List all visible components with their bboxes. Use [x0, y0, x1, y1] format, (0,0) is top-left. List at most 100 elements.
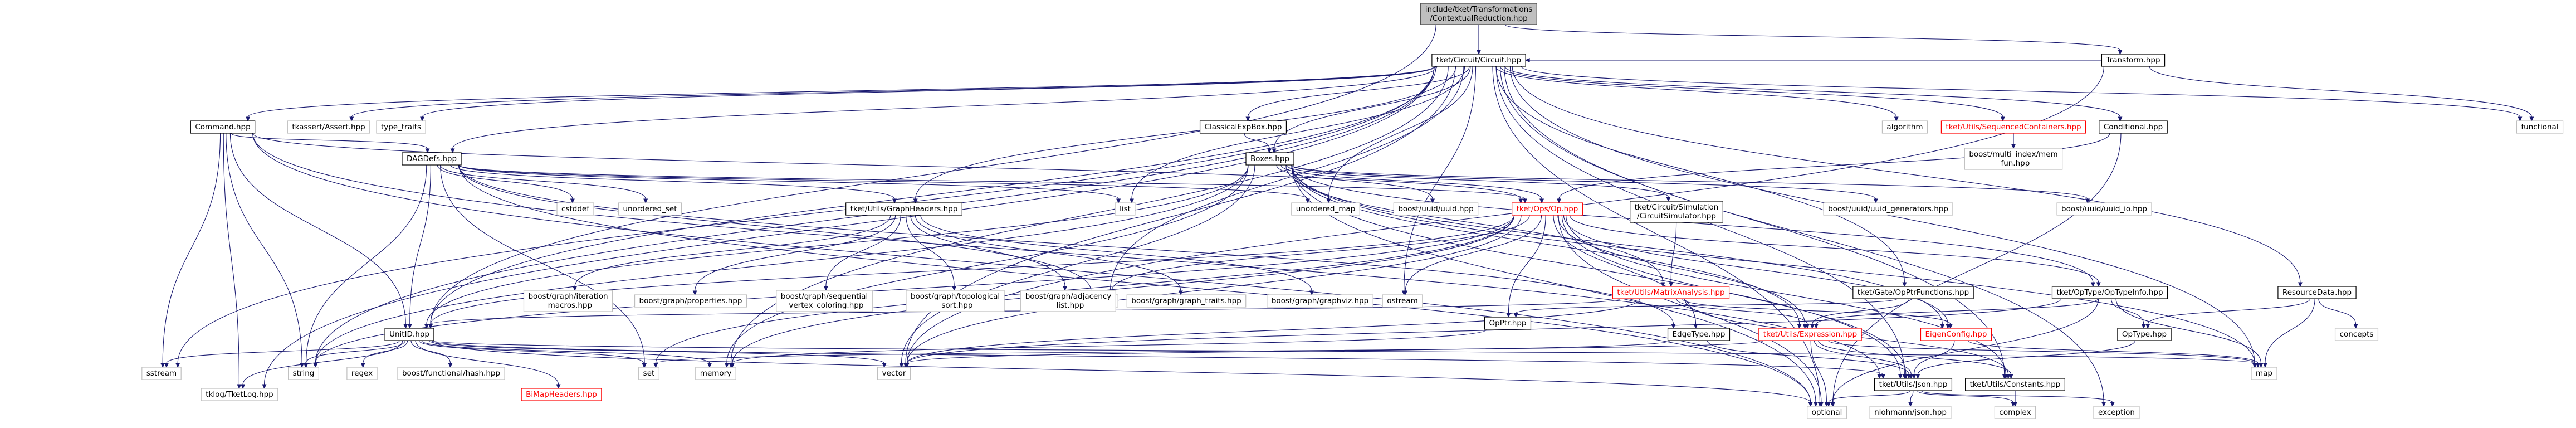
edge-arrowhead	[1063, 286, 1068, 291]
edge-arrowhead	[1873, 198, 1878, 204]
node-box	[1807, 406, 1847, 419]
edge-graphheaders-to-bgl_adj	[910, 215, 1065, 287]
node-label: list	[1120, 205, 1131, 213]
node-complex: complex	[1994, 406, 2036, 419]
node-label: boost/functional/hash.hpp	[402, 369, 500, 378]
edge-boxes-to-optional	[1291, 164, 1816, 403]
node-seqcontainers[interactable]: tket/Utils/SequencedContainers.hpp	[1940, 120, 2086, 134]
node-eigenconfig[interactable]: EigenConfig.hpp	[1920, 328, 1992, 341]
node-label: exception	[2098, 408, 2135, 417]
node-label: tket/Utils/Constants.hpp	[1970, 380, 2061, 389]
edge-circuit-to-type_traits	[422, 66, 1436, 118]
node-box	[376, 120, 426, 134]
edge-arrowhead	[1902, 282, 1907, 288]
node-label: memory	[700, 369, 731, 378]
node-opptr[interactable]: OpPtr.hpp	[1484, 317, 1532, 330]
node-bgl-iter: boost/graph/iteration_macros.hpp	[523, 290, 613, 312]
edge-boxes-to-uuidgen	[1291, 164, 1876, 200]
edge-opsop-to-eigenconfig	[1563, 215, 1948, 325]
node-box	[1420, 3, 1537, 25]
node-label: type_traits	[381, 123, 421, 132]
node-constants[interactable]: tket/Utils/Constants.hpp	[1965, 378, 2065, 391]
node-box	[1612, 286, 1730, 299]
node-resourcedata[interactable]: ResourceData.hpp	[2277, 286, 2357, 299]
node-box	[288, 367, 319, 380]
node-bimap[interactable]: BiMapHeaders.hpp	[521, 388, 602, 401]
edge-arrowhead	[2085, 198, 2090, 204]
edge-circuit-to-command	[247, 66, 1435, 118]
node-tkassert: tkassert/Assert.hpp	[287, 120, 370, 134]
node-conditional[interactable]: Conditional.hpp	[2099, 120, 2168, 134]
node-cstddef: cstddef	[556, 202, 594, 216]
node-box	[2099, 120, 2168, 134]
node-label: EdgeType.hpp	[1673, 330, 1726, 339]
edge-opsop-to-json	[1561, 215, 1907, 375]
edge-boxes-to-string	[315, 164, 1249, 364]
edge-opsop-to-expression	[1557, 215, 1806, 325]
node-label: tket/Utils/MatrixAnalysis.hpp	[1617, 288, 1724, 297]
node-circuit[interactable]: tket/Circuit/Circuit.hpp	[1431, 54, 1526, 67]
edge-arrowhead	[1810, 324, 1815, 329]
edge-arrowhead	[913, 198, 918, 204]
edge-arrowhead	[241, 384, 246, 390]
node-transform[interactable]: Transform.hpp	[2101, 54, 2166, 67]
node-graphheaders[interactable]: tket/Utils/GraphHeaders.hpp	[845, 202, 962, 216]
node-expression[interactable]: tket/Utils/Expression.hpp	[1758, 328, 1862, 341]
edge-arrowhead	[570, 198, 575, 204]
edge-expression-to-set	[655, 340, 1764, 364]
node-json[interactable]: tket/Utils/Json.hpp	[1874, 378, 1953, 391]
node-box	[2516, 120, 2564, 134]
edge-circuit-to-ostream	[1404, 66, 1477, 291]
node-edgetype[interactable]: EdgeType.hpp	[1667, 328, 1731, 341]
edge-graphheaders-to-bgl_seq	[825, 215, 901, 287]
node-classicalexpbox[interactable]: ClassicalExpBox.hpp	[1199, 120, 1287, 134]
edge-arrowhead	[2008, 374, 2013, 380]
edge-arrowhead	[428, 324, 433, 329]
node-root[interactable]: include/tket/Transformations/ContextualR…	[1420, 3, 1537, 25]
node-functional: functional	[2516, 120, 2564, 134]
edge-circuit-to-classicalexpbox	[1247, 66, 1470, 118]
edge-command-to-json	[252, 133, 1880, 375]
edge-circuitsim-to-matrixanalysis	[1670, 222, 1677, 283]
node-dagdefs[interactable]: DAGDefs.hpp	[402, 152, 462, 166]
edge-arrowhead	[1477, 50, 1481, 55]
edge-arrowhead	[1272, 148, 1277, 154]
node-opsop[interactable]: tket/Ops/Op.hpp	[1512, 202, 1583, 216]
edge-opsop-to-memory	[732, 215, 1515, 364]
edge-root-to-unitid	[430, 24, 1436, 325]
edge-circuit-to-vector	[905, 66, 1456, 364]
node-box	[201, 388, 278, 401]
edge-arrowhead	[1814, 324, 1819, 329]
node-label: boost/graph/sequential	[781, 292, 868, 301]
edge-arrowhead	[1830, 402, 1835, 407]
edge-opsop-to-optional	[1558, 215, 1822, 403]
edge-arrowhead	[2090, 282, 2095, 288]
edge-arrowhead	[175, 363, 180, 368]
edge-command-to-unitid	[229, 133, 406, 325]
edge-gateoptr-to-expression	[1812, 298, 1910, 325]
node-gateoptr[interactable]: tket/Gate/OpPtrFunctions.hpp	[1852, 286, 1974, 299]
edge-boxes-to-expression	[1291, 164, 1800, 325]
edge-arrowhead	[1671, 324, 1676, 329]
node-regex: regex	[346, 367, 378, 380]
node-box	[2277, 286, 2357, 299]
edge-opsop-to-opptr	[1508, 215, 1546, 314]
node-label: unordered_set	[623, 205, 677, 213]
node-command[interactable]: Command.hpp	[190, 120, 256, 134]
node-matrixanalysis[interactable]: tket/Utils/MatrixAnalysis.hpp	[1612, 286, 1730, 299]
node-circuitsim[interactable]: tket/Circuit/Simulation/CircuitSimulator…	[1630, 201, 1723, 223]
node-label: _macros.hpp	[544, 301, 592, 310]
edge-arrowhead	[1877, 374, 1882, 380]
node-optype[interactable]: OpType.hpp	[2117, 328, 2172, 341]
node-unitid[interactable]: UnitID.hpp	[384, 328, 434, 341]
edge-opsop-to-edgetype	[1553, 215, 1697, 325]
edge-dagdefs-to-graphheaders	[450, 164, 895, 200]
edge-boxes-to-memory	[726, 164, 1249, 364]
edge-edgetype-to-vector	[906, 340, 1671, 364]
edge-arrowhead	[450, 148, 455, 154]
node-box	[2334, 328, 2379, 341]
edge-optypeinfo-to-optype	[2110, 298, 2144, 325]
edge-boxes-to-boostuuid	[1276, 164, 1433, 200]
node-boxes[interactable]: Boxes.hpp	[1245, 152, 1294, 166]
node-optypeinfo[interactable]: tket/OpType/OpTypeInfo.hpp	[2051, 286, 2168, 299]
